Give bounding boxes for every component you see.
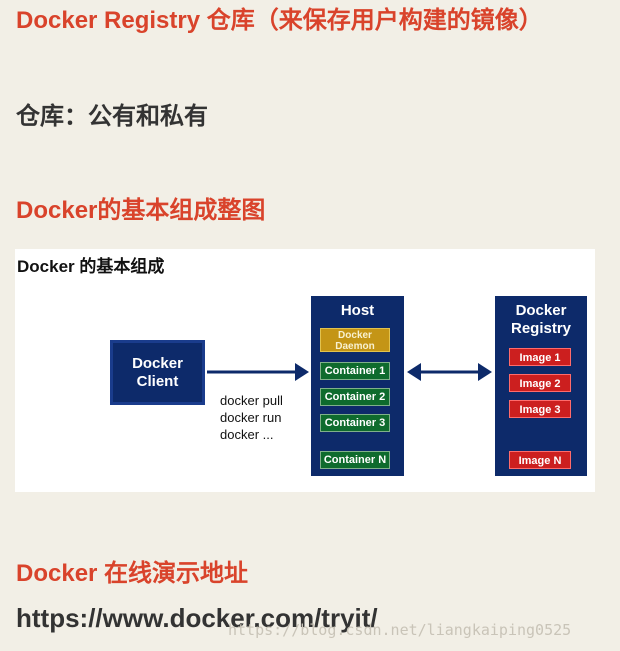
client-label-line1: Docker [132,354,183,372]
host-box: Host Docker Daemon Container 1 Container… [311,296,404,476]
container-box: Container 1 [320,362,390,380]
container-box: Container N [320,451,390,469]
command-item: docker pull [220,393,283,408]
diagram-caption: Docker 的基本组成 [17,257,165,276]
command-item: docker ... [220,427,274,442]
daemon-label-line1: Docker [338,330,372,341]
heading-docker-registry: Docker Registry 仓库（来保存用户构建的镜像） [16,7,543,34]
registry-title-line2: Registry [510,320,572,337]
client-label-line2: Client [136,372,179,390]
heading-repo-types: 仓库：公有和私有 [16,103,208,130]
command-list: docker pull docker run docker ... [220,392,283,443]
watermark-text: https://blog.csdn.net/liangkaiping0525 [228,621,572,639]
registry-title-line1: Docker [515,302,567,319]
heading-online-demo: Docker 在线演示地址 [16,560,249,587]
docker-client-box: Docker Client [110,340,205,405]
docker-daemon-box: Docker Daemon [320,328,390,352]
registry-title: Docker Registry [495,302,587,338]
container-box: Container 2 [320,388,390,406]
image-box: Image 3 [509,400,571,418]
image-box: Image N [509,451,571,469]
command-item: docker run [220,410,282,425]
arrow-host-registry-head-right [478,363,492,381]
host-title: Host [340,302,375,319]
arrow-client-to-host-head [295,363,309,381]
container-box: Container 3 [320,414,390,432]
image-box: Image 1 [509,348,571,366]
heading-diagram: Docker的基本组成整图 [16,197,266,224]
daemon-label-line2: Daemon [335,341,375,352]
diagram-arrows [207,363,492,381]
arrow-host-registry-head-left [407,363,421,381]
demo-url-link[interactable]: https://www.docker.com/tryit/ [16,603,378,633]
image-box: Image 2 [509,374,571,392]
docker-registry-box: Docker Registry Image 1 Image 2 Image 3 … [495,296,587,476]
docker-components-diagram: Docker 的基本组成 Docker Client docker pull d… [15,249,595,492]
